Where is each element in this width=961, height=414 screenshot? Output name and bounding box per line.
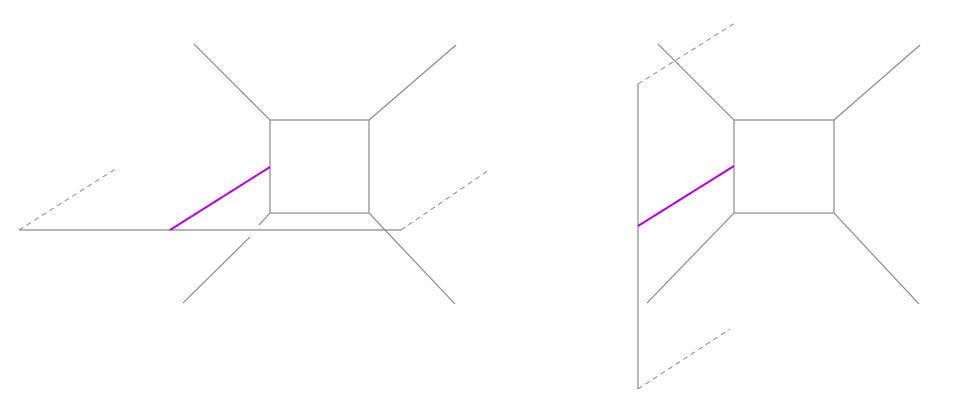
highlighted-connector bbox=[637, 165, 735, 227]
leg-lower-left-stub bbox=[258, 212, 271, 226]
left-diagram bbox=[18, 43, 490, 305]
leg-upper-left bbox=[193, 43, 271, 121]
plane-dashed-top bbox=[637, 22, 736, 85]
central-square bbox=[269, 119, 370, 214]
leg-lower-left bbox=[646, 212, 735, 304]
highlighted-connector bbox=[169, 166, 271, 231]
leg-lower-right bbox=[368, 212, 456, 305]
leg-lower-left bbox=[182, 236, 251, 304]
leg-upper-right bbox=[368, 44, 457, 121]
plane-dashed-bottom bbox=[637, 328, 731, 390]
right-diagram bbox=[637, 22, 921, 390]
leg-upper-left bbox=[657, 43, 735, 121]
plane-dashed-left bbox=[18, 167, 118, 231]
leg-lower-right bbox=[833, 212, 920, 305]
leg-upper-right bbox=[833, 44, 921, 121]
